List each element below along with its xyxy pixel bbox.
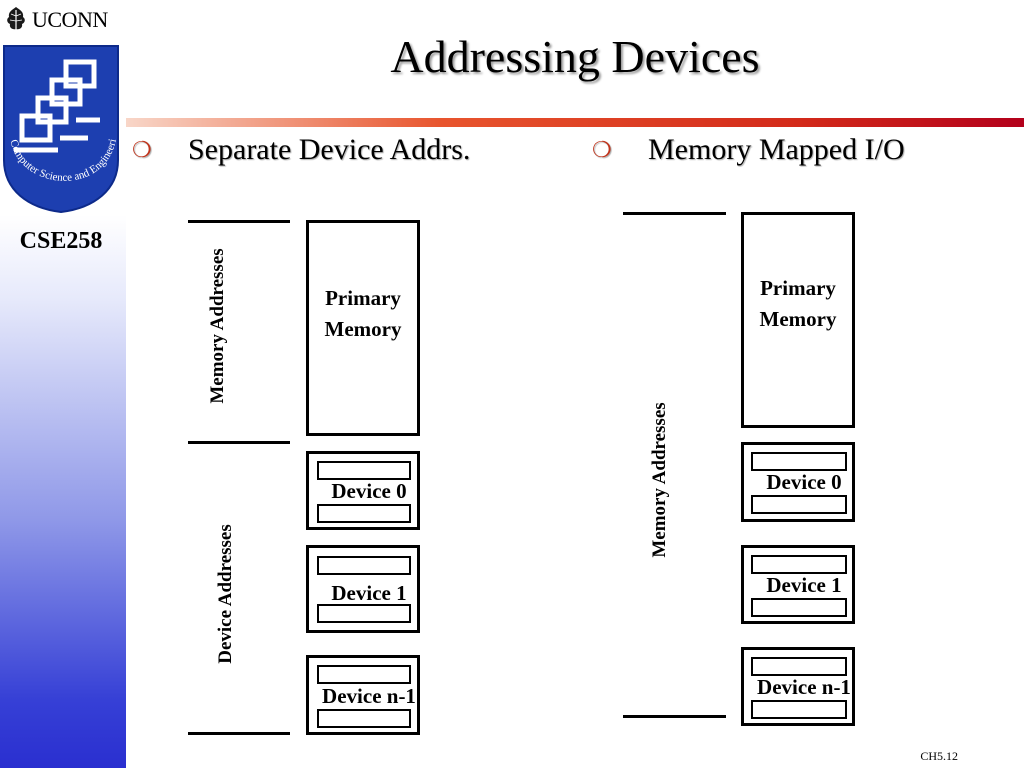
device-label: Device n-1 [757,675,851,699]
device-label: Device 0 [331,479,407,503]
device-register [751,700,847,719]
device-register [751,555,847,574]
memory-addresses-label: Memory Addresses [649,402,670,558]
range-divider [623,212,726,215]
device-register [751,598,847,617]
device-register [751,452,847,471]
course-code: CSE258 [19,228,103,254]
bullet-text: Separate Device Addrs. [188,133,471,166]
device-label: Device 1 [331,581,407,605]
slide-number: CH5.12 [920,749,958,763]
uconn-logo: UCONN [4,6,108,34]
title-divider [126,118,1024,127]
device-box: Device 0 [741,442,855,522]
memory-addresses-label: Memory Addresses [207,248,228,404]
primary-memory-box: Primary Memory [741,212,855,428]
device-register [751,657,847,676]
device-register [317,665,411,684]
range-divider [623,715,726,718]
device-register [317,504,411,523]
bullet-circle-icon: ❍ [592,137,612,162]
device-label: Device 0 [766,470,842,494]
primary-memory-label: Primary Memory [324,286,402,341]
device-box: Device 1 [741,545,855,624]
bullet-text: Memory Mapped I/O [648,133,905,166]
range-divider [188,220,290,223]
device-label: Device n-1 [322,684,416,708]
bullet-separate: ❍ Separate Device Addrs. [132,133,470,167]
stacked-computers-icon [14,59,100,153]
device-box: Device n-1 [306,655,420,735]
range-divider [188,441,290,444]
department-seal: Computer Science and Engineering [0,40,119,214]
device-box: Device n-1 [741,647,855,726]
bullet-circle-icon: ❍ [132,137,152,162]
device-register [317,556,411,575]
device-register [317,461,411,480]
device-register [751,495,847,514]
device-label: Device 1 [766,573,842,597]
oak-leaf-icon [7,7,25,33]
university-name: UCONN [32,7,108,32]
range-divider [188,732,290,735]
bullet-memory-mapped: ❍ Memory Mapped I/O [592,133,905,167]
device-register [317,709,411,728]
page-title: Addressing Devices [390,31,760,82]
primary-memory-box: Primary Memory [306,220,420,436]
device-addresses-label: Device Addresses [215,524,236,664]
device-box: Device 1 [306,545,420,633]
device-register [317,604,411,623]
primary-memory-label: Primary Memory [759,276,837,331]
device-box: Device 0 [306,451,420,530]
